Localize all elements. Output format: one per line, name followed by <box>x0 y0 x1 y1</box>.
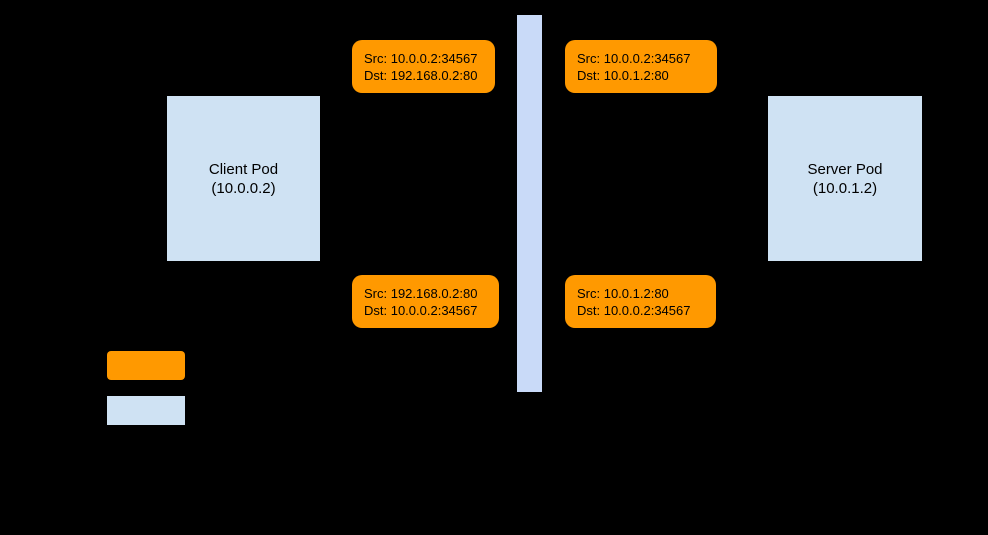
packet-src: Src: 10.0.1.2:80 <box>577 285 669 301</box>
client-pod-box: Client Pod (10.0.0.2) <box>167 96 320 261</box>
client-pod-ip: (10.0.0.2) <box>211 179 276 197</box>
legend-packet-swatch <box>107 351 185 380</box>
packet-label-bottom-left: Src: 192.168.0.2:80 Dst: 10.0.0.2:34567 <box>352 275 499 328</box>
packet-label-bottom-right: Src: 10.0.1.2:80 Dst: 10.0.0.2:34567 <box>565 275 716 328</box>
client-pod-label: Client Pod (10.0.0.2) <box>209 160 278 198</box>
packet-src: Src: 10.0.0.2:34567 <box>577 50 691 66</box>
nat-boundary-bar <box>517 15 542 392</box>
packet-dst: Dst: 192.168.0.2:80 <box>364 67 478 83</box>
packet-dst: Dst: 10.0.0.2:34567 <box>577 302 691 318</box>
client-pod-name: Client Pod <box>208 160 279 178</box>
server-pod-label: Server Pod (10.0.1.2) <box>807 160 882 198</box>
packet-dst: Dst: 10.0.0.2:34567 <box>364 302 478 318</box>
packet-src: Src: 10.0.0.2:34567 <box>364 50 478 66</box>
legend-pod-swatch <box>107 396 185 425</box>
packet-label-top-left: Src: 10.0.0.2:34567 Dst: 192.168.0.2:80 <box>352 40 495 93</box>
packet-dst: Dst: 10.0.1.2:80 <box>577 67 669 83</box>
server-pod-name: Server Pod <box>807 160 883 178</box>
server-pod-box: Server Pod (10.0.1.2) <box>768 96 922 261</box>
packet-label-top-right: Src: 10.0.0.2:34567 Dst: 10.0.1.2:80 <box>565 40 717 93</box>
packet-src: Src: 192.168.0.2:80 <box>364 285 478 301</box>
server-pod-ip: (10.0.1.2) <box>812 179 878 197</box>
